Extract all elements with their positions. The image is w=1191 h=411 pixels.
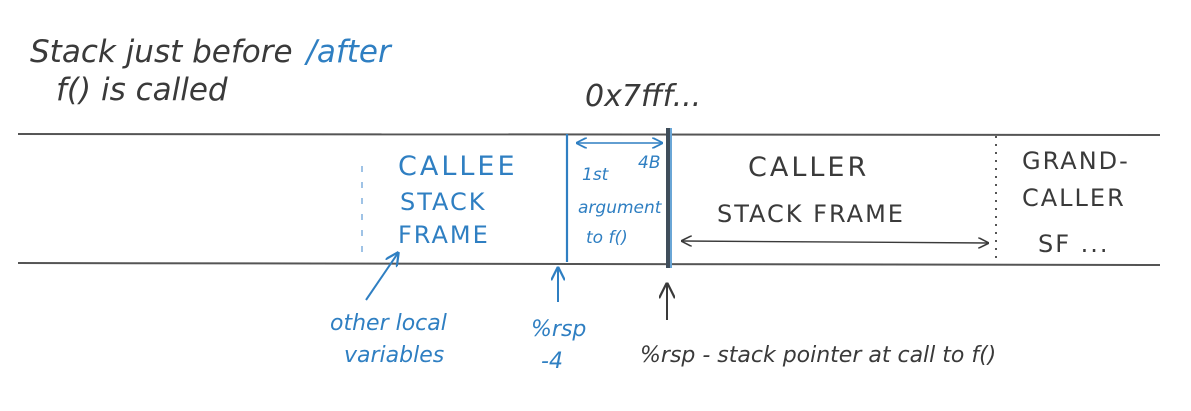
stack-top-line (17, 132, 1161, 137)
grandcaller-line-3: SF ... (1038, 230, 1110, 258)
rsp-minus-line-1: %rsp (531, 317, 586, 342)
title-line1: Stack just before /after (30, 34, 393, 70)
rsp-call-label: %rsp - stack pointer at call to f() (640, 343, 996, 368)
rsp-minus-line-2: -4 (541, 349, 563, 374)
callee-line-3: FRAME (398, 221, 490, 249)
grandcaller-line-1: GRAND- (1022, 147, 1130, 175)
title-after: /after (303, 34, 393, 70)
address-label: 0x7fff... (585, 79, 701, 114)
locals-line-2: variables (344, 343, 444, 368)
caller-line-2: STACK FRAME (717, 200, 905, 228)
argument-line-1: 1st (582, 165, 610, 185)
caller-extent-arrow (682, 241, 988, 243)
caller-line-1: CALLER (748, 152, 869, 183)
callee-line-1: CALLEE (398, 151, 518, 182)
callee-line-2: STACK (400, 188, 487, 216)
title-line2: f() is called (56, 72, 228, 108)
stack-bottom-line (17, 261, 1161, 266)
argument-width-label: 4B (638, 153, 660, 173)
locals-arrow (365, 253, 398, 301)
argument-line-3: to f() (586, 228, 628, 248)
grandcaller-line-2: CALLER (1022, 184, 1126, 212)
locals-line-1: other local (330, 311, 447, 336)
argument-line-2: argument (578, 198, 663, 218)
